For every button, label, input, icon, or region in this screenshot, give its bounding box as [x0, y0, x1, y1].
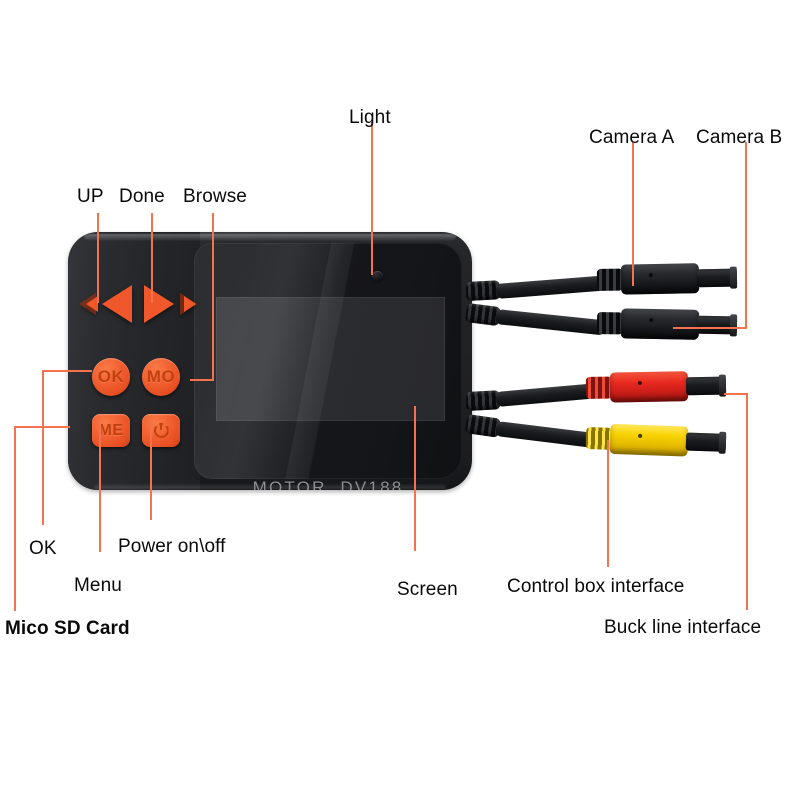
callout-power: Power on\off [118, 536, 226, 557]
leader-line-light [371, 122, 373, 275]
keypad-panel [68, 232, 200, 490]
ok-button[interactable]: OK [92, 358, 130, 396]
buck-line-connector-dot [637, 381, 642, 386]
leader-line-menu [99, 420, 101, 552]
control-box-connector-tip [685, 432, 727, 452]
callout-up: UP [77, 186, 104, 207]
buck-line-cable [495, 383, 595, 407]
leader-line-browse-vertical [212, 213, 214, 380]
camera-b-connector-ribs [596, 312, 624, 335]
callout-browse: Browse [183, 186, 247, 207]
mode-button-label: MO [146, 367, 176, 386]
leader-line-camera-b-vertical [745, 142, 747, 328]
callout-buck-line: Buck line interface [604, 617, 762, 638]
callout-sd-card: Mico SD Card [5, 618, 130, 639]
control-box-connector-barrel [609, 423, 689, 457]
callout-menu: Menu [74, 575, 122, 596]
mode-button[interactable]: MO [142, 358, 180, 396]
light-sensor-icon [372, 271, 383, 282]
leader-line-screen [414, 406, 416, 551]
leader-line-buck-line-horizontal [724, 393, 748, 395]
device-bottom-edge-highlight [94, 484, 446, 489]
leader-line-camera-b-horizontal [673, 327, 747, 329]
leader-line-power [150, 420, 152, 520]
callout-ok: OK [29, 538, 57, 559]
leader-line-done [151, 213, 153, 303]
device-body: MOTOR DV188 OK MO ME [68, 232, 472, 490]
buck-line-connector-tip [685, 376, 727, 396]
buck-line-connector-barrel [609, 371, 689, 403]
callout-light: Light [349, 107, 391, 128]
camera-b-connector-dot [649, 317, 654, 322]
device-top-edge-highlight [84, 234, 456, 241]
camera-a-cable [495, 275, 607, 299]
menu-button[interactable]: ME [92, 414, 130, 447]
camera-b-connector-tip [696, 315, 738, 335]
leader-line-browse-horizontal [190, 379, 214, 381]
done-button-inner-fill [184, 296, 196, 312]
leader-line-camera-a [632, 142, 634, 286]
power-icon [153, 423, 169, 438]
callout-camera-b: Camera B [696, 127, 783, 148]
camera-a-connector-tip [696, 268, 738, 288]
leader-line-up [97, 213, 99, 303]
power-button[interactable] [142, 414, 180, 447]
up-button-inner-fill [86, 296, 98, 312]
brand-label: MOTOR DV188 [252, 478, 404, 490]
callout-done: Done [119, 186, 165, 207]
done-button[interactable] [144, 285, 197, 323]
callout-camera-a: Camera A [589, 127, 675, 148]
camera-b-connector-barrel [620, 308, 700, 340]
lcd-screen [216, 297, 445, 421]
front-bezel-panel [194, 243, 462, 479]
leader-line-sd-card-vertical [14, 426, 16, 611]
callout-control-box: Control box interface [507, 576, 685, 597]
up-button[interactable] [79, 285, 132, 323]
camera-a-connector-dot [648, 273, 653, 278]
camera-b-cable [495, 309, 607, 336]
camera-a-connector-ribs [596, 268, 624, 291]
leader-line-control-box [607, 440, 609, 567]
ok-button-label: OK [97, 367, 125, 386]
callout-screen: Screen [397, 579, 458, 600]
control-box-connector [585, 423, 727, 457]
control-box-cable [495, 421, 595, 448]
leader-line-ok-horizontal [42, 370, 92, 372]
menu-button-label: ME [98, 421, 124, 439]
leader-line-sd-card-horizontal [14, 426, 70, 428]
leader-line-ok-vertical [42, 370, 44, 525]
buck-line-connector-ribs [585, 376, 613, 399]
leader-line-buck-line-vertical [746, 393, 748, 610]
